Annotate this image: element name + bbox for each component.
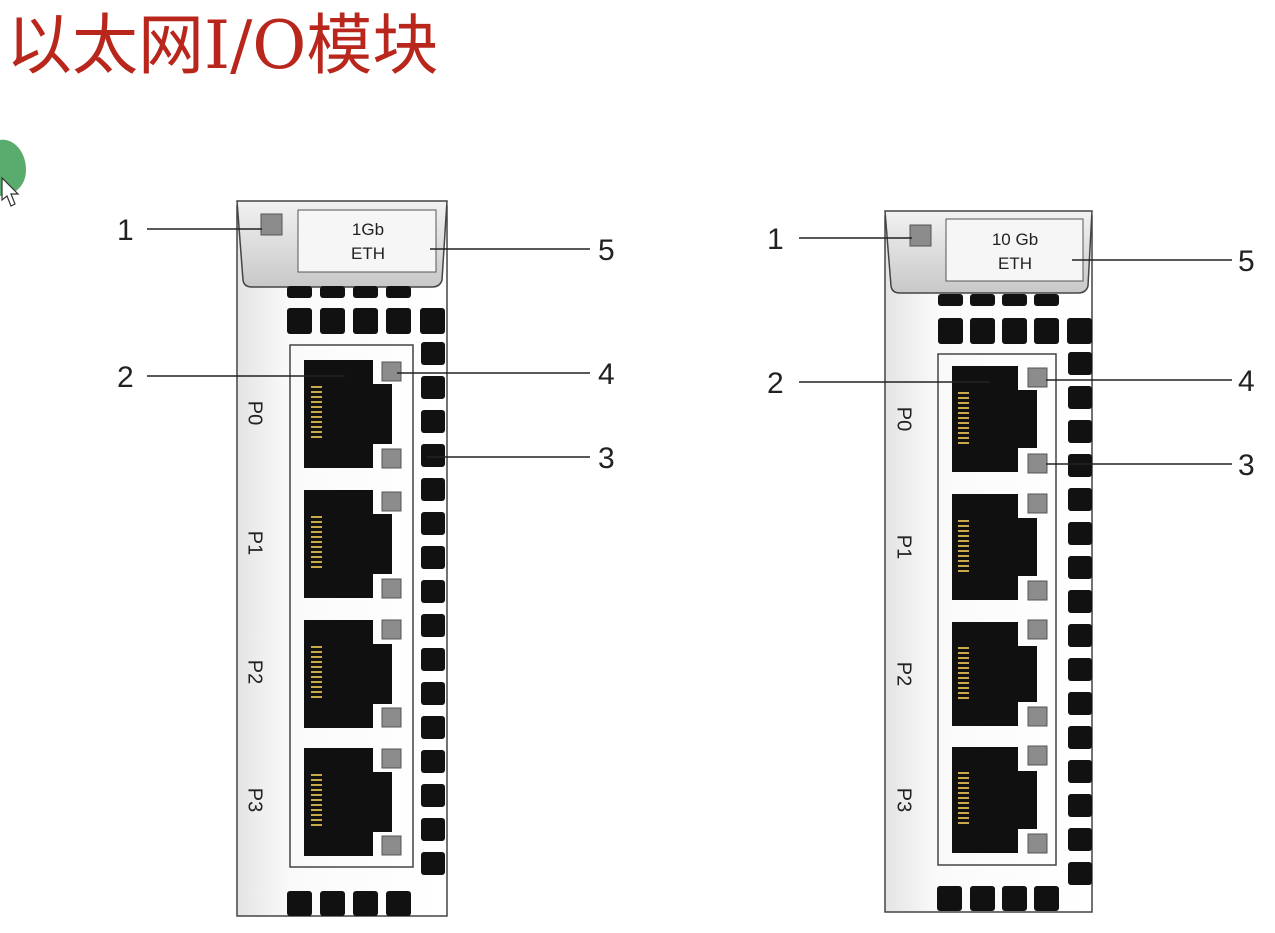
port-label-p2: P2 xyxy=(244,660,266,684)
rj45-jack xyxy=(952,366,1037,472)
callout-2: 2 xyxy=(767,367,784,400)
port-label-p1: P1 xyxy=(893,535,915,559)
callout-lines xyxy=(147,228,590,458)
port-led-bottom xyxy=(1027,580,1048,601)
rj45-pins-icon xyxy=(311,774,322,826)
port-led-bottom xyxy=(1027,706,1048,727)
mouse-pointer-icon xyxy=(0,139,26,207)
rj45-pins-icon xyxy=(958,772,969,824)
io-module-1gb: 1Gb ETH xyxy=(117,200,615,917)
eth-label-line2: ETH xyxy=(998,254,1032,273)
port-label-p0: P0 xyxy=(244,401,266,425)
port-led-top xyxy=(381,491,402,512)
ethernet-port-p2: P2 xyxy=(244,619,402,728)
vent-grille xyxy=(287,286,445,916)
callout-1: 1 xyxy=(117,214,134,247)
port-led-top xyxy=(1027,367,1048,388)
port-led-bottom xyxy=(381,448,402,469)
port-led-top xyxy=(1027,619,1048,640)
ethernet-port-p1: P1 xyxy=(893,493,1048,601)
port-led-bottom xyxy=(1027,453,1048,474)
rj45-pins-icon xyxy=(311,646,322,698)
port-bay xyxy=(289,344,414,868)
eth-label-line1: 10 Gb xyxy=(992,230,1038,249)
callout-4: 4 xyxy=(598,358,615,391)
port-led-top xyxy=(381,361,402,382)
rj45-pins-icon xyxy=(958,392,969,444)
callout-4: 4 xyxy=(1238,365,1255,398)
port-led-bottom xyxy=(381,707,402,728)
port-label-p1: P1 xyxy=(244,531,266,555)
port-led-top xyxy=(1027,493,1048,514)
callout-3: 3 xyxy=(1238,449,1255,482)
callout-3: 3 xyxy=(598,442,615,475)
slide-title: 以太网I/O模块 xyxy=(6,7,439,84)
rj45-pins-icon xyxy=(311,516,322,568)
eth-label-line2: ETH xyxy=(351,244,385,263)
port-label-p3: P3 xyxy=(893,788,915,812)
port-led-bottom xyxy=(1027,833,1048,854)
callout-1: 1 xyxy=(767,223,784,256)
port-label-p3: P3 xyxy=(244,788,266,812)
callout-5: 5 xyxy=(598,234,615,267)
port-led-top xyxy=(381,619,402,640)
rj45-jack xyxy=(304,360,392,468)
port-bay xyxy=(937,353,1057,866)
port-led-bottom xyxy=(381,578,402,599)
ethernet-port-p2: P2 xyxy=(893,619,1048,727)
rj45-pins-icon xyxy=(311,386,322,438)
ethernet-port-p3: P3 xyxy=(244,748,402,856)
eth-label-line1: 1Gb xyxy=(352,220,384,239)
port-led-top xyxy=(381,748,402,769)
port-label-p0: P0 xyxy=(893,407,915,431)
cursor-arrow xyxy=(1,176,20,207)
callout-2: 2 xyxy=(117,361,134,394)
ethernet-port-p3: P3 xyxy=(893,745,1048,854)
ethernet-port-p0: P0 xyxy=(893,366,1048,474)
io-module-10gb: 10 Gb ETH xyxy=(767,210,1255,913)
eth-label-box xyxy=(945,218,1084,282)
ethernet-port-p0: P0 xyxy=(244,360,402,469)
port-led-bottom xyxy=(381,835,402,856)
status-led xyxy=(260,213,283,236)
port-label-p2: P2 xyxy=(893,662,915,686)
vent-grille xyxy=(937,294,1092,911)
status-led xyxy=(909,224,932,247)
callout-lines xyxy=(799,237,1232,465)
rj45-pins-icon xyxy=(958,520,969,572)
rj45-pins-icon xyxy=(958,647,969,699)
callout-5: 5 xyxy=(1238,245,1255,278)
ethernet-port-p1: P1 xyxy=(244,490,402,599)
port-led-top xyxy=(1027,745,1048,766)
eth-label-box xyxy=(297,209,437,273)
